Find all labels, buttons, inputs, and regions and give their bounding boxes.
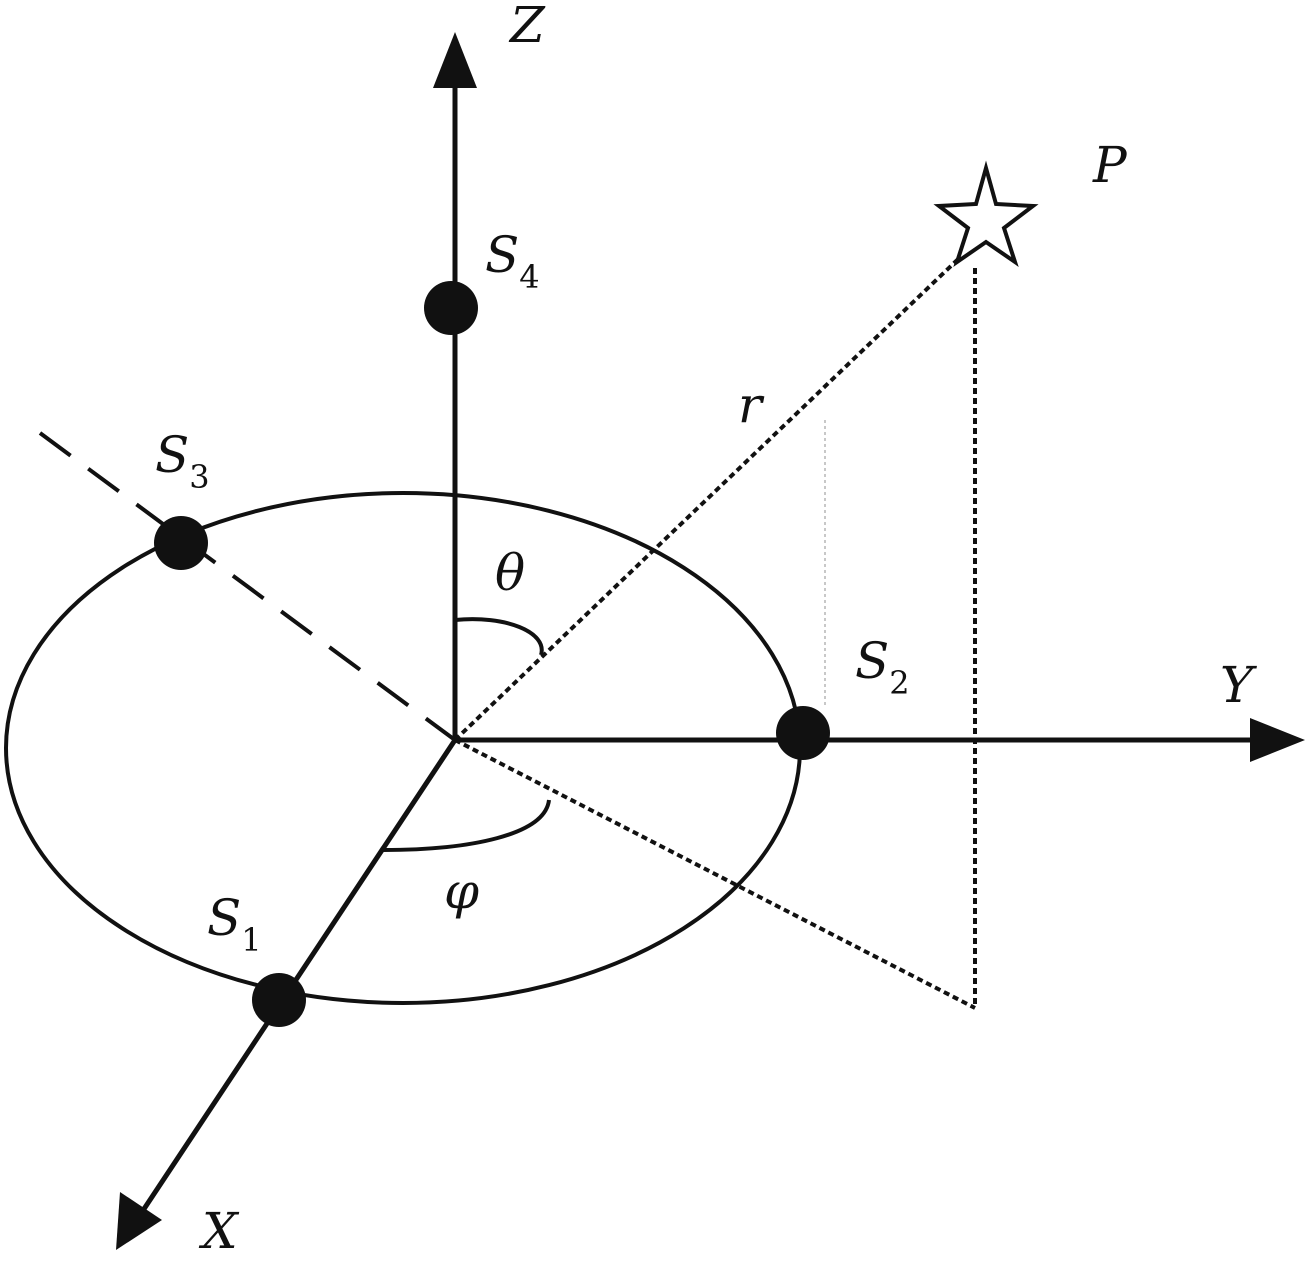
sensor-s2-index: 2 [889,664,909,702]
sensor-s4-label: S4 [485,226,540,296]
y-axis-label: Y [1220,656,1257,714]
sensor-s3-index: 3 [189,458,209,496]
projection-line [454,738,976,1010]
sensor-s2-dot [776,706,830,760]
sensor-s3-label: S3 [155,426,210,496]
sensor-s1-index: 1 [241,921,261,959]
sensor-s4-letter: S [485,226,519,284]
x-axis-arrow [116,1192,162,1250]
sensor-s4-dot [424,281,478,335]
y-axis-arrow [1250,718,1305,762]
point-p-label: P [1092,136,1128,194]
sensor-s1-letter: S [207,889,241,947]
phi-arc [382,799,551,852]
star-icon [933,160,1039,267]
x-axis [137,738,458,1217]
sensor-s2-label: S2 [855,632,910,702]
z-axis-label: Z [508,0,546,54]
sensor-s4-index: 4 [519,258,539,296]
x-axis-label: X [198,1202,240,1260]
theta-label: θ [495,544,525,602]
sensor-s3-dot [154,516,208,570]
sensor-s1-dot [252,973,306,1027]
z-axis-arrow [433,32,477,88]
sensor-s2-letter: S [855,632,889,690]
sensor-s3-letter: S [155,426,189,484]
radius-label: r [738,376,765,434]
sensor-ring [4,491,802,1005]
sensor-s1-label: S1 [207,889,262,959]
dashed-diameter [38,431,457,742]
phi-label: φ [444,862,479,920]
theta-arc [454,617,544,656]
